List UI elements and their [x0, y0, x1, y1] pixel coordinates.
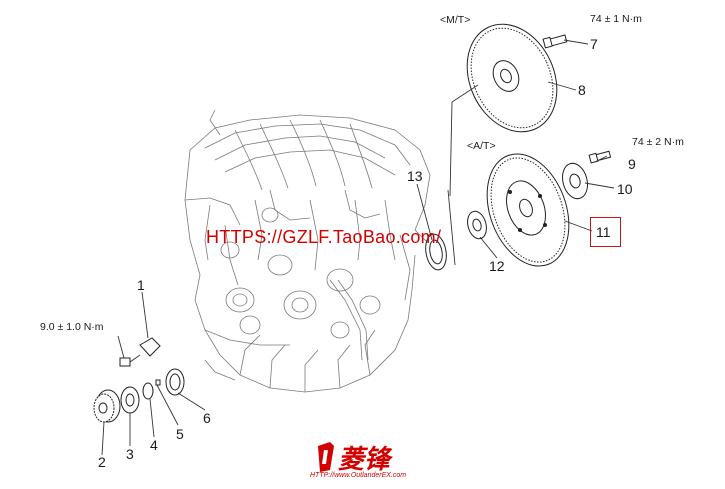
bolt-9[interactable]	[588, 150, 612, 164]
brand-logo: 菱锋	[318, 442, 394, 474]
adapter-plate[interactable]	[465, 209, 490, 241]
callout-5: 5	[176, 426, 184, 442]
callout-13: 13	[407, 168, 423, 184]
torque-bolt-9: 74 ± 2 N·m	[632, 136, 684, 148]
callout-11-highlight	[590, 217, 621, 247]
callout-6: 6	[203, 410, 211, 426]
spacer-3[interactable]	[120, 386, 140, 414]
automatic-variant-label: <A/T>	[467, 140, 496, 152]
watermark-text: HTTPS://GZLF.TaoBao.com/	[206, 227, 442, 247]
callout-3: 3	[126, 446, 134, 462]
automatic-drive-plate[interactable]	[472, 143, 583, 278]
crank-sprocket[interactable]	[93, 389, 121, 423]
engine-block	[184, 109, 436, 393]
callout-7: 7	[590, 36, 598, 52]
torque-bolt-7: 74 ± 1 N·m	[590, 13, 642, 25]
callout-1: 1	[137, 277, 145, 293]
brand-url[interactable]: HTTP://www.OutlanderEX.com	[310, 472, 407, 479]
leader-lines	[101, 39, 615, 456]
torque-bolt-1: 9.0 ± 1.0 N·m	[40, 321, 104, 333]
manual-flywheel[interactable]	[450, 9, 573, 146]
key-4[interactable]	[142, 379, 161, 400]
callout-12: 12	[489, 258, 505, 274]
callout-4: 4	[150, 437, 158, 453]
brand-logo-text: 菱锋	[338, 444, 394, 474]
crankshaft-adapter[interactable]	[559, 161, 591, 202]
callout-9: 9	[628, 156, 636, 172]
front-oil-seal[interactable]	[165, 368, 185, 396]
callout-11: 11	[596, 224, 611, 240]
rear-oil-seal[interactable]	[423, 233, 449, 272]
manual-variant-label: <M/T>	[440, 14, 470, 26]
callout-10: 10	[617, 181, 633, 197]
callout-8: 8	[578, 82, 586, 98]
crank-sensor[interactable]	[119, 337, 161, 367]
callout-2: 2	[98, 454, 106, 470]
bolt-7[interactable]	[542, 34, 568, 49]
